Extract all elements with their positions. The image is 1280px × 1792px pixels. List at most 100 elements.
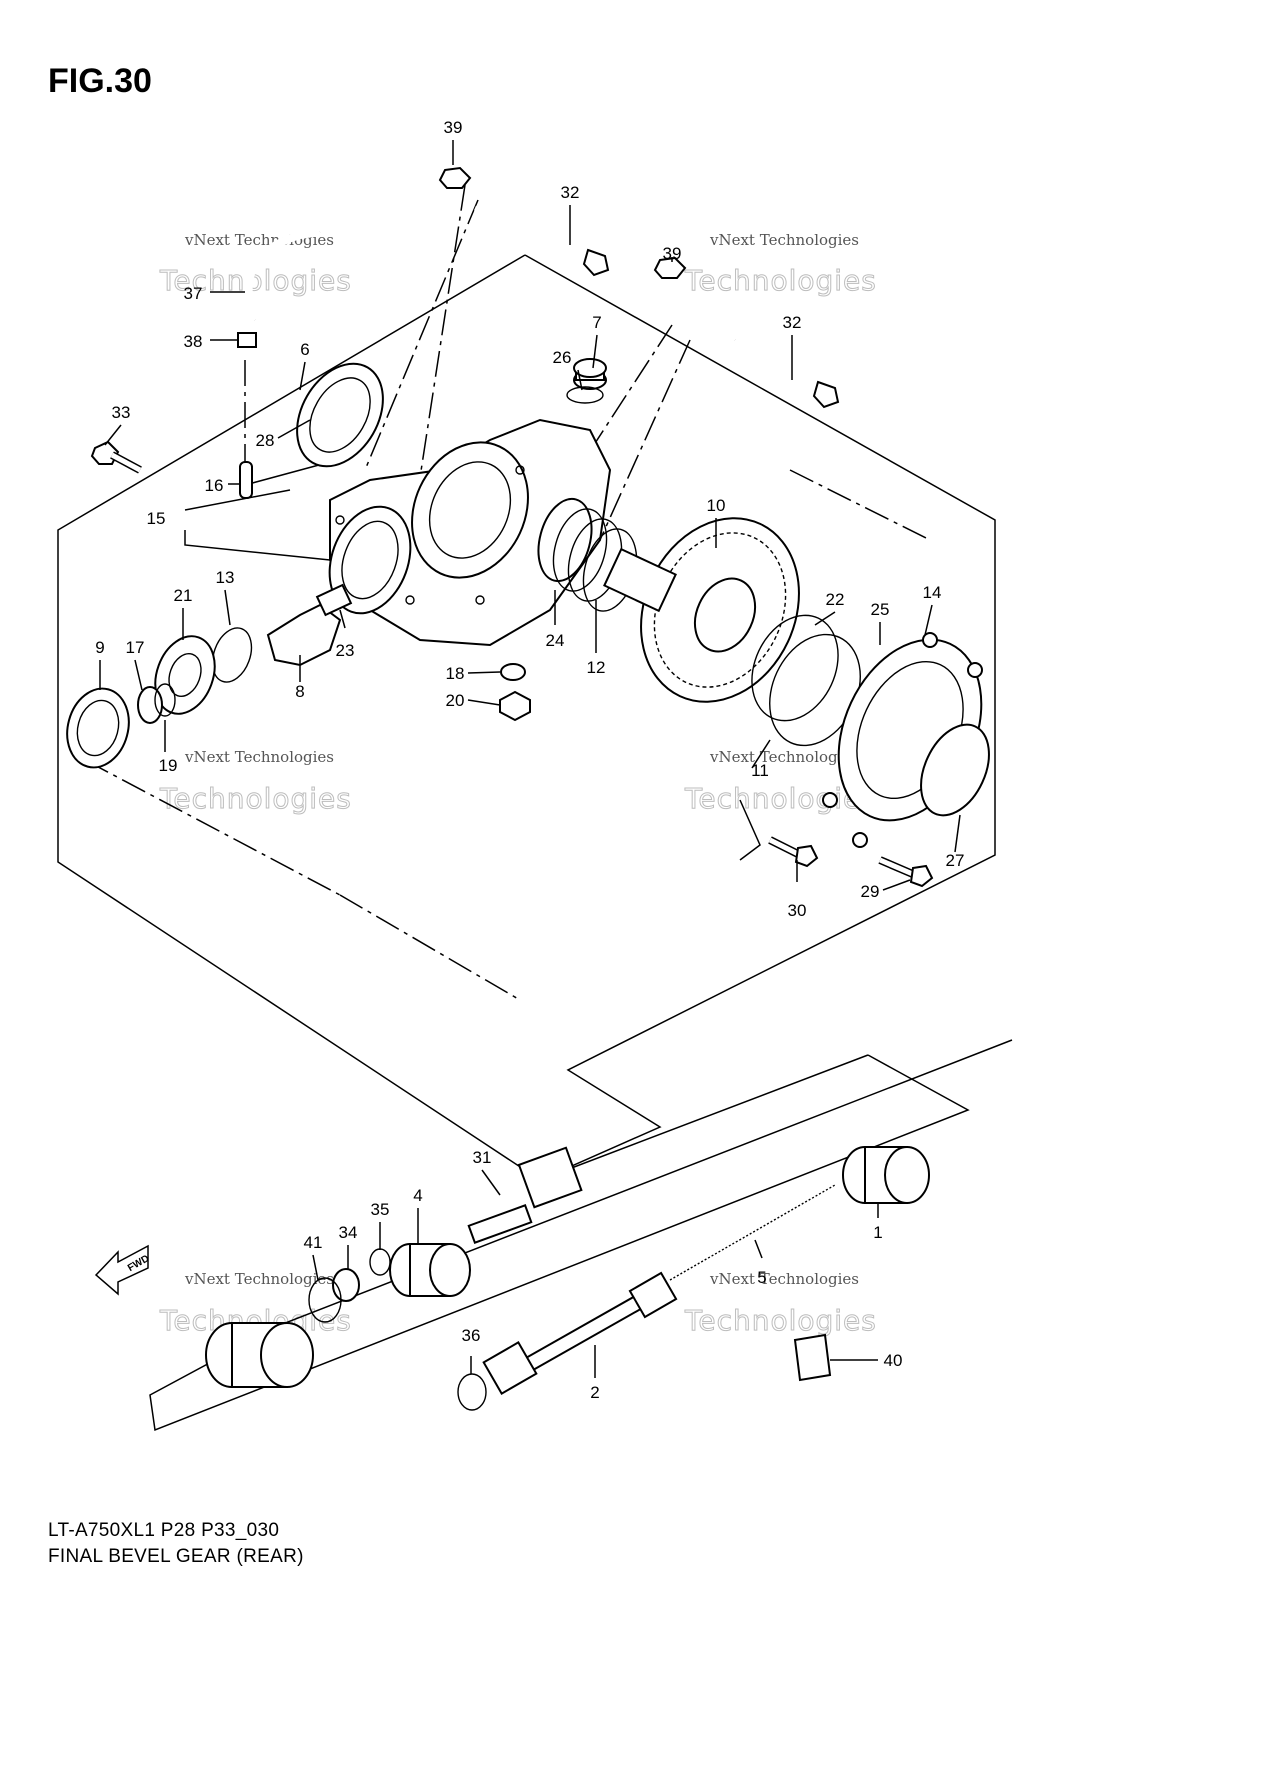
callout-label: 17 bbox=[126, 638, 145, 657]
callout-label: 39 bbox=[444, 118, 463, 137]
callout-label: 33 bbox=[112, 403, 131, 422]
callout-label: 20 bbox=[446, 691, 465, 710]
callout-label: 24 bbox=[546, 631, 565, 650]
watermark-group: Technologies vNext Technologies Technolo… bbox=[159, 231, 877, 1338]
watermark-text: vNext Technologies bbox=[709, 231, 859, 249]
callout-label: 27 bbox=[946, 851, 965, 870]
watermark-mid-right: Technologies vNext Technologies bbox=[684, 748, 877, 816]
callout-label: 18 bbox=[446, 664, 465, 683]
hose-clamp-part bbox=[237, 332, 257, 348]
bolt-bracket bbox=[739, 799, 761, 861]
watermark-logo-text: Technologies bbox=[159, 782, 352, 815]
assembly-boundary bbox=[57, 254, 996, 1181]
bolt-29-part bbox=[878, 856, 934, 888]
callout-leaders bbox=[99, 140, 961, 1378]
propeller-shaft-spline-part bbox=[467, 1146, 583, 1244]
callout-label: 6 bbox=[300, 340, 309, 359]
callout-label: 32 bbox=[783, 313, 802, 332]
bolt-32-top-part bbox=[474, 205, 610, 277]
oil-filler-plug-part bbox=[566, 358, 607, 404]
final-bevel-gear-part bbox=[603, 517, 800, 703]
callout-label: 30 bbox=[788, 901, 807, 920]
clip-40-part bbox=[793, 1333, 832, 1382]
bolt-30-part bbox=[768, 836, 819, 868]
washer-19-part bbox=[154, 683, 176, 717]
callout-label: 5 bbox=[757, 1268, 766, 1287]
washer-18-part bbox=[500, 663, 526, 681]
callout-label: 35 bbox=[371, 1200, 390, 1219]
callout-label: 21 bbox=[174, 586, 193, 605]
callout-label: 23 bbox=[336, 641, 355, 660]
nut-39-right-part bbox=[653, 256, 687, 279]
callout-label: 13 bbox=[216, 568, 235, 587]
shim-13-part bbox=[211, 627, 253, 683]
watermark-bottom-right: Technologies vNext Technologies bbox=[684, 1270, 877, 1338]
bolt-33-part bbox=[90, 440, 142, 474]
callout-label: 1 bbox=[873, 1223, 882, 1242]
alignment-line bbox=[789, 469, 931, 541]
callout-label: 39 bbox=[663, 244, 682, 263]
drive-bevel-pinion-part bbox=[266, 583, 353, 667]
callout-label: 38 bbox=[184, 332, 203, 351]
propeller-shaft-2-part bbox=[482, 1271, 678, 1395]
alignment-line bbox=[339, 894, 521, 1001]
joint-1-part bbox=[842, 1146, 930, 1204]
washer-35-part bbox=[369, 1248, 391, 1276]
callout-label: 10 bbox=[707, 496, 726, 515]
callout-label: 9 bbox=[95, 638, 104, 657]
callout-label: 29 bbox=[861, 882, 880, 901]
nut-39-top-part bbox=[438, 166, 472, 189]
fwd-arrow-icon: FWD bbox=[94, 1244, 151, 1296]
bolt-32-right-part bbox=[733, 337, 840, 409]
coupling-joint-part bbox=[66, 687, 130, 769]
alignment-line bbox=[414, 184, 466, 511]
callout-label: 40 bbox=[884, 1351, 903, 1370]
callout-label: 31 bbox=[473, 1148, 492, 1167]
callout-label: 11 bbox=[751, 761, 769, 780]
bearing-4-part bbox=[389, 1243, 471, 1297]
model-code-caption: LT-A750XL1 P28 P33_030 bbox=[48, 1520, 280, 1541]
callout-label: 19 bbox=[159, 756, 178, 775]
watermark-text: vNext Technologies bbox=[709, 1270, 859, 1288]
watermark-text: vNext Technologies bbox=[184, 1270, 334, 1288]
callout-label: 22 bbox=[826, 590, 845, 609]
bracket-15 bbox=[184, 530, 331, 561]
alignment-line bbox=[599, 339, 691, 541]
callout-label: 32 bbox=[561, 183, 580, 202]
watermark-logo-text: Technologies bbox=[684, 264, 877, 297]
coupling-sleeve-part bbox=[205, 1322, 314, 1388]
callout-label: 15 bbox=[147, 509, 166, 528]
shaft-boundary-top bbox=[539, 1054, 869, 1181]
nut-17-part bbox=[137, 686, 163, 724]
nut-20-part bbox=[499, 690, 531, 722]
alignment-line bbox=[364, 199, 479, 471]
callout-label: 41 bbox=[304, 1233, 323, 1252]
alignment-line bbox=[84, 759, 341, 896]
callout-label: 28 bbox=[256, 431, 275, 450]
oil-seal-27-part bbox=[920, 723, 990, 817]
spring-5-part bbox=[669, 1184, 836, 1281]
callout-label: 16 bbox=[205, 476, 224, 495]
dowel-pin-part bbox=[239, 461, 253, 499]
callout-label: 8 bbox=[295, 682, 304, 701]
watermark-logo-text: Technologies bbox=[684, 1304, 877, 1337]
watermark-top-right: Technologies vNext Technologies bbox=[684, 231, 877, 298]
callout-label: 7 bbox=[592, 313, 601, 332]
watermark-mid-left: Technologies vNext Technologies bbox=[159, 748, 352, 816]
o-ring-36-part bbox=[457, 1373, 487, 1411]
bracket-15b bbox=[184, 489, 291, 511]
final-gear-case-part bbox=[328, 418, 612, 647]
watermark-text: vNext Technologies bbox=[709, 748, 859, 766]
callout-label: 14 bbox=[923, 583, 942, 602]
oil-seal-41-part bbox=[308, 1277, 342, 1323]
callout-label: 36 bbox=[462, 1326, 481, 1345]
callout-label: 2 bbox=[590, 1383, 599, 1402]
callout-label: 4 bbox=[413, 1186, 422, 1205]
callout-label: 12 bbox=[587, 658, 606, 677]
callout-labels: 39 32 39 32 37 38 6 7 26 33 28 16 15 10 … bbox=[95, 118, 964, 1402]
callout-label: 34 bbox=[339, 1223, 358, 1242]
watermark-text: vNext Technologies bbox=[184, 748, 334, 766]
oil-seal-part bbox=[296, 362, 384, 468]
figure-title: FIG.30 bbox=[48, 62, 152, 100]
